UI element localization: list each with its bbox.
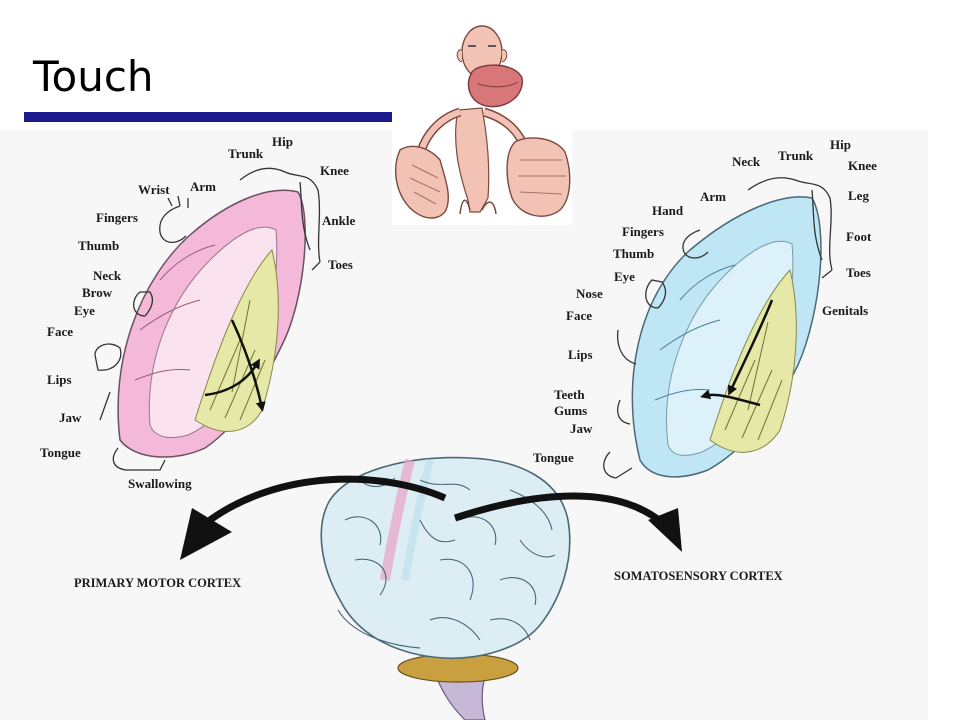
motor-label-ankle: Ankle (322, 213, 355, 228)
motor-label-jaw: Jaw (59, 410, 82, 425)
sensory-label-nose: Nose (576, 286, 603, 301)
sensory-label-trunk: Trunk (778, 148, 814, 163)
sensory-label-toes: Toes (846, 265, 871, 280)
motor-label-lips: Lips (47, 372, 72, 387)
motor-label-neck: Neck (93, 268, 122, 283)
slide-title: Touch (33, 52, 154, 101)
sensory-homunculus-figure-icon (392, 25, 572, 224)
sensory-labels: Hip Neck Trunk Knee Arm Leg Hand Fingers… (533, 137, 877, 465)
arrow-to-motor-cortex (207, 475, 447, 523)
sensory-label-neck: Neck (732, 154, 761, 169)
sensory-label-lips: Lips (568, 347, 593, 362)
sensory-label-thumb: Thumb (613, 246, 654, 261)
motor-cortex-caption: PRIMARY MOTOR CORTEX (74, 576, 241, 590)
arrow-to-sensory-cortex (453, 492, 668, 528)
motor-label-face: Face (47, 324, 73, 339)
sensory-cortex-caption: SOMATOSENSORY CORTEX (614, 569, 783, 583)
motor-label-toes: Toes (328, 257, 353, 272)
sensory-label-tongue: Tongue (533, 450, 574, 465)
sensory-label-knee: Knee (848, 158, 877, 173)
motor-label-swallowing: Swallowing (128, 476, 192, 491)
sensory-label-genitals: Genitals (822, 303, 868, 318)
sensory-label-foot: Foot (846, 229, 872, 244)
sensory-cortex-slice (603, 177, 833, 479)
motor-label-fingers: Fingers (96, 210, 138, 225)
motor-label-wrist: Wrist (138, 182, 170, 197)
motor-label-thumb: Thumb (78, 238, 119, 253)
sensory-label-arm: Arm (700, 189, 726, 204)
motor-label-hip: Hip (272, 134, 293, 149)
brain-illustration-icon (320, 456, 571, 720)
motor-label-eye: Eye (74, 303, 95, 318)
motor-labels: Hip Trunk Knee Wrist Arm Ankle Fingers T… (40, 134, 355, 491)
sensory-label-leg: Leg (848, 188, 869, 203)
motor-label-tongue: Tongue (40, 445, 81, 460)
sensory-label-face: Face (566, 308, 592, 323)
motor-label-knee: Knee (320, 163, 349, 178)
title-underline-bar (24, 112, 392, 122)
sensory-label-jaw: Jaw (570, 421, 593, 436)
motor-label-arm: Arm (190, 179, 216, 194)
sensory-label-eye: Eye (614, 269, 635, 284)
motor-label-trunk: Trunk (228, 146, 264, 161)
arrowhead-motor (180, 508, 232, 560)
sensory-label-hip: Hip (830, 137, 851, 152)
arrowhead-sensory (648, 508, 682, 552)
motor-label-brow: Brow (82, 285, 113, 300)
motor-cortex-slice (94, 167, 321, 471)
sensory-label-teeth: Teeth (554, 387, 585, 402)
sensory-label-gums: Gums (554, 403, 587, 418)
sensory-label-hand: Hand (652, 203, 684, 218)
sensory-label-fingers: Fingers (622, 224, 664, 239)
